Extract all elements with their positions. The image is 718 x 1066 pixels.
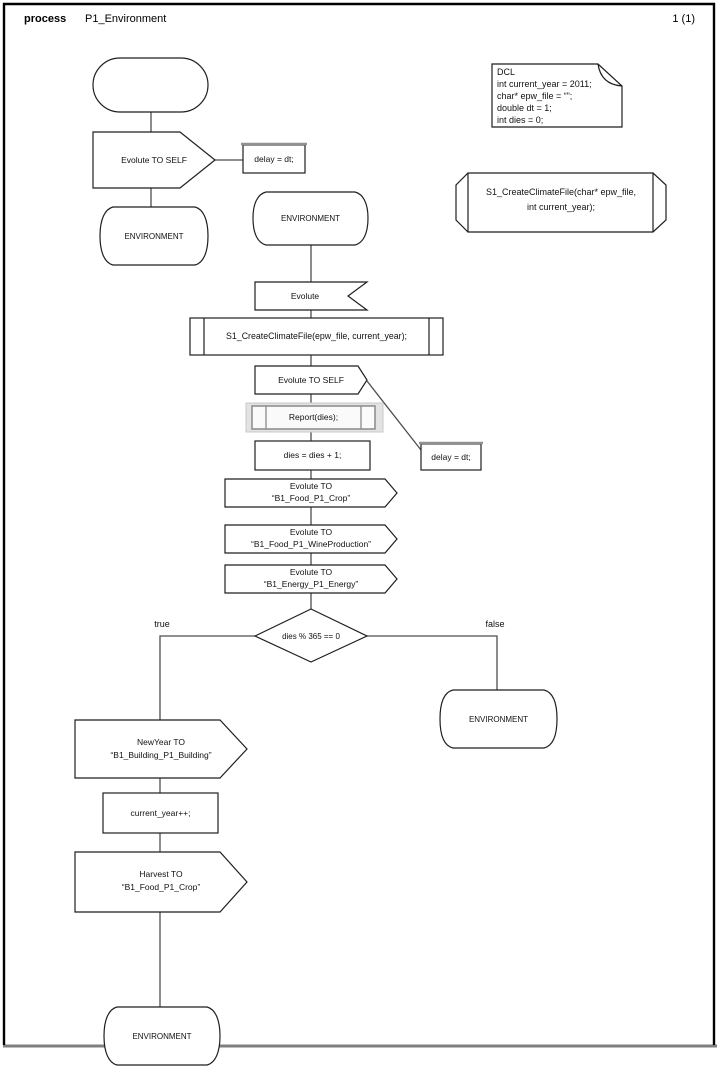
output-food-crop-shape[interactable]	[224, 478, 398, 508]
header-page-number: 1 (1)	[672, 13, 695, 25]
output-wine-shape[interactable]	[224, 524, 398, 554]
output-wine-label-line1: Evolute TO	[289, 527, 333, 537]
task-current-year-shape[interactable]	[102, 792, 219, 834]
state-env-bottom-label: ENVIRONMENT	[132, 1031, 192, 1041]
header-process-name: P1_Environment	[85, 13, 167, 25]
output-harvest-label-line1: Harvest TO	[139, 869, 183, 879]
output-energy-shape[interactable]	[224, 564, 398, 594]
task-dies-shape[interactable]	[254, 440, 371, 471]
connector-false-branch	[367, 635, 498, 690]
procedure-declaration-bars	[467, 173, 654, 232]
state-env-false-shape[interactable]	[439, 689, 558, 749]
dcl-line: DCL	[497, 67, 516, 77]
dcl-text-symbol[interactable]	[491, 63, 623, 128]
output-evolute-self-2-shape[interactable]	[254, 365, 368, 395]
call-create-climate-label: S1_CreateClimateFile(epw_file, current_y…	[226, 331, 407, 341]
state-env-center-label: ENVIRONMENT	[280, 214, 341, 223]
delay-1-label: delay = dt;	[254, 153, 294, 164]
procedure-declaration-label-line1: S1_CreateClimateFile(char* epw_file,	[485, 187, 637, 197]
state-env-top-left-label: ENVIRONMENT	[124, 231, 184, 241]
call-create-climate-shape[interactable]	[189, 317, 444, 356]
call-report-shape[interactable]	[251, 405, 376, 430]
dcl-line: int current_year = 2011;	[497, 79, 592, 89]
state-env-top-left-shape[interactable]	[99, 206, 209, 266]
start-symbol[interactable]	[92, 57, 209, 113]
state-env-center-shape[interactable]	[252, 191, 369, 246]
dcl-fold-corner	[597, 63, 623, 87]
output-energy-label-line1: Evolute TO	[289, 567, 333, 577]
output-evolute-self-1-shape[interactable]	[92, 131, 216, 189]
input-evolute-shape[interactable]	[254, 281, 369, 311]
branch-false-label: false	[485, 619, 505, 629]
delay-2-box[interactable]	[420, 443, 482, 471]
dcl-line: double dt = 1;	[497, 103, 552, 113]
dcl-line: int dies = 0;	[497, 115, 544, 125]
delay-2-label: delay = dt;	[431, 451, 471, 462]
input-evolute-label: Evolute	[290, 290, 320, 301]
procedure-declaration-label-line2: int current_year);	[526, 202, 596, 212]
output-food-crop-label-line2: “B1_Food_P1_Crop”	[271, 493, 351, 503]
task-dies-label: dies = dies + 1;	[283, 450, 342, 460]
output-harvest-label-line2: “B1_Food_P1_Crop”	[121, 882, 201, 892]
output-food-crop-label-line1: Evolute TO	[289, 481, 333, 491]
state-env-bottom-shape[interactable]	[103, 1006, 221, 1066]
output-wine-label-line2: “B1_Food_P1_WineProduction”	[250, 539, 371, 549]
decision-dies-shape[interactable]	[253, 608, 369, 663]
decision-dies-label: dies % 365 == 0	[282, 632, 340, 641]
output-newyear-label-line1: NewYear TO	[136, 737, 186, 747]
call-report-label: Report(dies);	[288, 412, 339, 422]
branch-true-label: true	[154, 619, 170, 629]
connector-true-branch	[159, 635, 255, 720]
connector-delay-2	[366, 380, 422, 451]
header-kind: process	[24, 13, 67, 25]
output-harvest-shape[interactable]	[74, 851, 248, 913]
output-newyear-shape[interactable]	[74, 719, 248, 779]
dcl-line: char* epw_file = “”;	[497, 91, 573, 101]
output-evolute-self-2-label: Evolute TO SELF	[278, 374, 344, 385]
output-energy-label-line2: “B1_Energy_P1_Energy”	[263, 579, 359, 589]
output-newyear-label-line2: “B1_Building_P1_Building”	[110, 750, 212, 760]
call-report-bars	[265, 406, 362, 429]
output-evolute-self-1-label: Evolute TO SELF	[121, 154, 187, 165]
task-current-year-label: current_year++;	[130, 807, 191, 818]
call-create-climate-bars	[203, 318, 430, 355]
page-frame	[2, 2, 716, 1045]
state-env-false-label: ENVIRONMENT	[468, 714, 529, 724]
